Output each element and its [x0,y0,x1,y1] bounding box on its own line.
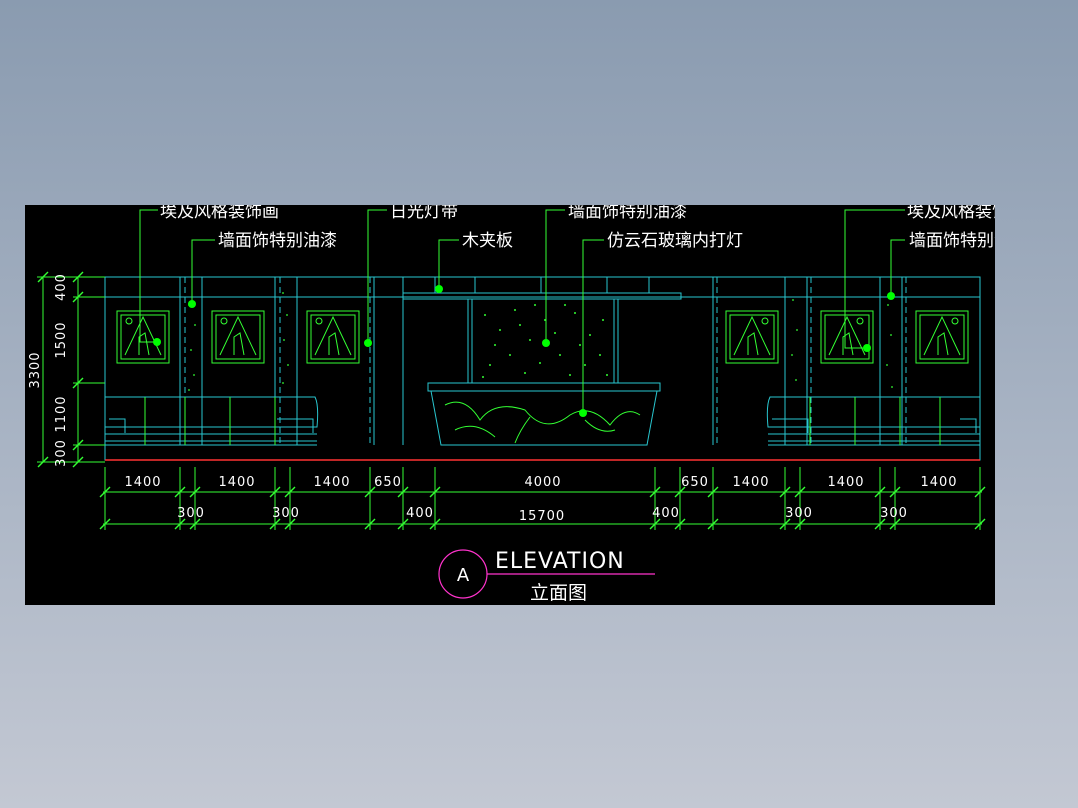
pilaster-texture [188,292,289,391]
elevation-title: ELEVATION [495,549,625,574]
plywood-canopy [402,292,682,300]
egypt-painting-4 [725,310,779,364]
hdim-mid-label: 300 [272,506,300,521]
pilaster-texture-right [791,299,893,388]
vdim-300: 300 [54,439,69,467]
hdim-top-label: 650 [681,475,709,490]
hdim-mid-label: 300 [177,506,205,521]
section-marker-letter: A [457,565,470,586]
label-wall-paint-right: 墙面饰特别油漆 [909,231,995,251]
hdim-mid-label: 300 [785,506,813,521]
hdim-top-label: 1400 [124,475,161,490]
egypt-painting-6 [915,310,969,364]
hdim-top-label: 1400 [827,475,864,490]
hdim-total: 15700 [519,509,565,524]
elevation-drawing: 埃及风格装饰画 墙面饰特别油漆 日光灯带 木夹板 墙面饰特别油漆 仿云石玻璃内打… [28,202,1028,604]
hdim-top-label: 1400 [218,475,255,490]
egypt-painting-1 [116,310,170,364]
label-egypt-painting-right: 埃及风格装饰画 [907,205,995,222]
vdim-1100: 1100 [54,395,69,432]
egypt-painting-2 [211,310,265,364]
leader-dots [153,285,895,417]
sofa-left [104,396,319,446]
hdim-top-label: 1400 [313,475,350,490]
vertical-dimensions [37,271,105,468]
label-glass-light: 仿云石玻璃内打灯 [607,231,743,251]
egypt-painting-3 [306,310,360,364]
vdim-1500: 1500 [54,321,69,358]
hdim-top-label: 1400 [732,475,769,490]
hdim-mid-label: 300 [880,506,908,521]
title-block: A ELEVATION 立面图 [438,549,655,604]
hdim-top-label: 650 [374,475,402,490]
label-plywood: 木夹板 [462,231,513,251]
vdim-400: 400 [54,273,69,301]
leader-lines [139,209,905,413]
egypt-painting-5 [820,310,874,364]
label-wall-paint-center: 墙面饰特别油漆 [568,205,687,222]
elevation-subtitle: 立面图 [530,582,587,604]
reception-counter [427,382,661,446]
sofa-right [766,396,981,446]
hdim-top-label: 1400 [920,475,957,490]
wall-outline [104,276,981,461]
hdim-mid-label: 400 [406,506,434,521]
horizontal-dimensions [99,467,986,530]
label-wall-paint-left: 墙面饰特别油漆 [218,231,337,251]
cad-drawing-area: 埃及风格装饰画 墙面饰特别油漆 日光灯带 木夹板 墙面饰特别油漆 仿云石玻璃内打… [25,202,1028,605]
vdim-total: 3300 [28,351,43,388]
label-daylight-strip: 日光灯带 [390,205,458,222]
label-egypt-painting-left: 埃及风格装饰画 [160,205,279,222]
hdim-top-label: 4000 [524,475,561,490]
hdim-mid-label: 400 [652,506,680,521]
